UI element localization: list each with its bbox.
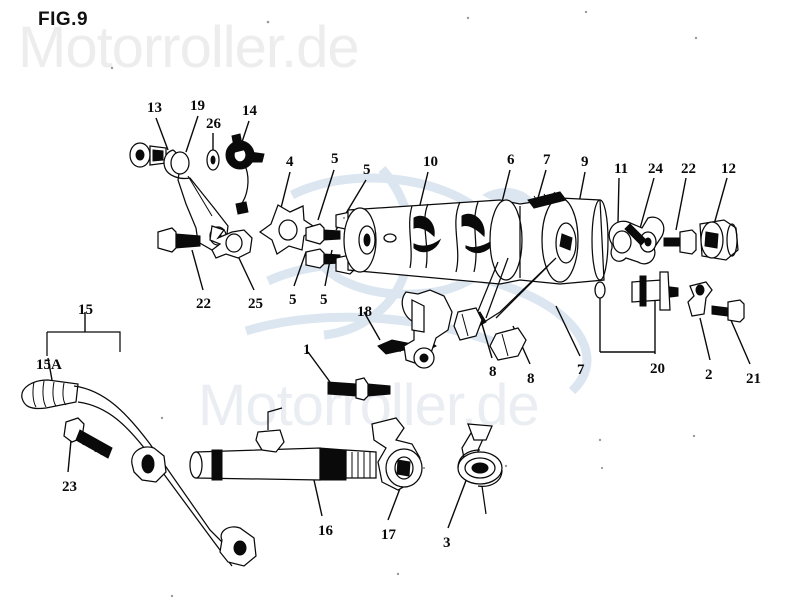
callout-number-7: 7: [543, 152, 551, 168]
callout-number-15: 15: [78, 302, 93, 318]
part-group-shift-shaft: [189, 407, 423, 491]
watermark-top: Motorroller.de: [18, 15, 360, 80]
callout-number-23: 23: [62, 479, 77, 495]
callout-number-22: 22: [196, 296, 211, 312]
callout-number-7: 7: [577, 362, 585, 378]
scan-artifacts: [110, 10, 698, 598]
callout-number-3: 3: [443, 535, 451, 551]
group-bracket-15: [46, 331, 121, 356]
part-gear-shift-pedal: [21, 379, 257, 567]
part-pinch-bolt: [63, 417, 113, 459]
callout-number-8: 8: [527, 371, 535, 387]
callout-number-5: 5: [320, 292, 328, 308]
callout-number-2: 2: [705, 367, 713, 383]
callout-number-5: 5: [331, 151, 339, 167]
callout-number-16: 16: [318, 523, 333, 539]
callout-number-26: 26: [206, 116, 221, 132]
callout-number-20: 20: [650, 361, 665, 377]
callout-number-17: 17: [381, 527, 396, 543]
part-group-bolt-and-guide-plate: [157, 225, 253, 259]
callout-number-15a: 15A: [36, 357, 62, 373]
part-group-shift-lever-link: [129, 133, 265, 251]
figure-title: FIG.9: [38, 9, 89, 30]
callout-number-21: 21: [746, 371, 761, 387]
callout-number-10: 10: [423, 154, 438, 170]
callout-number-4: 4: [286, 154, 294, 170]
callout-number-18: 18: [357, 304, 372, 320]
part-return-spring: [457, 423, 503, 515]
callout-number-11: 11: [614, 161, 629, 177]
callout-number-24: 24: [648, 161, 663, 177]
part-group-adjuster: [594, 271, 745, 323]
part-star-index-plate: [258, 204, 318, 255]
callout-number-9: 9: [581, 154, 589, 170]
callout-number-5: 5: [363, 162, 371, 178]
callout-number-14: 14: [242, 103, 257, 119]
callout-number-12: 12: [721, 161, 736, 177]
callout-number-1: 1: [303, 342, 311, 358]
callout-number-22: 22: [681, 161, 696, 177]
callout-number-8: 8: [489, 364, 497, 380]
callout-number-25: 25: [248, 296, 263, 312]
callout-number-19: 19: [190, 98, 205, 114]
callout-number-13: 13: [147, 100, 162, 116]
callout-number-5: 5: [289, 292, 297, 308]
part-group-shift-forks: [401, 289, 527, 369]
callout-number-6: 6: [507, 152, 515, 168]
part-bolt-1: [327, 377, 391, 401]
part-group-stopper-arm: [608, 216, 739, 265]
